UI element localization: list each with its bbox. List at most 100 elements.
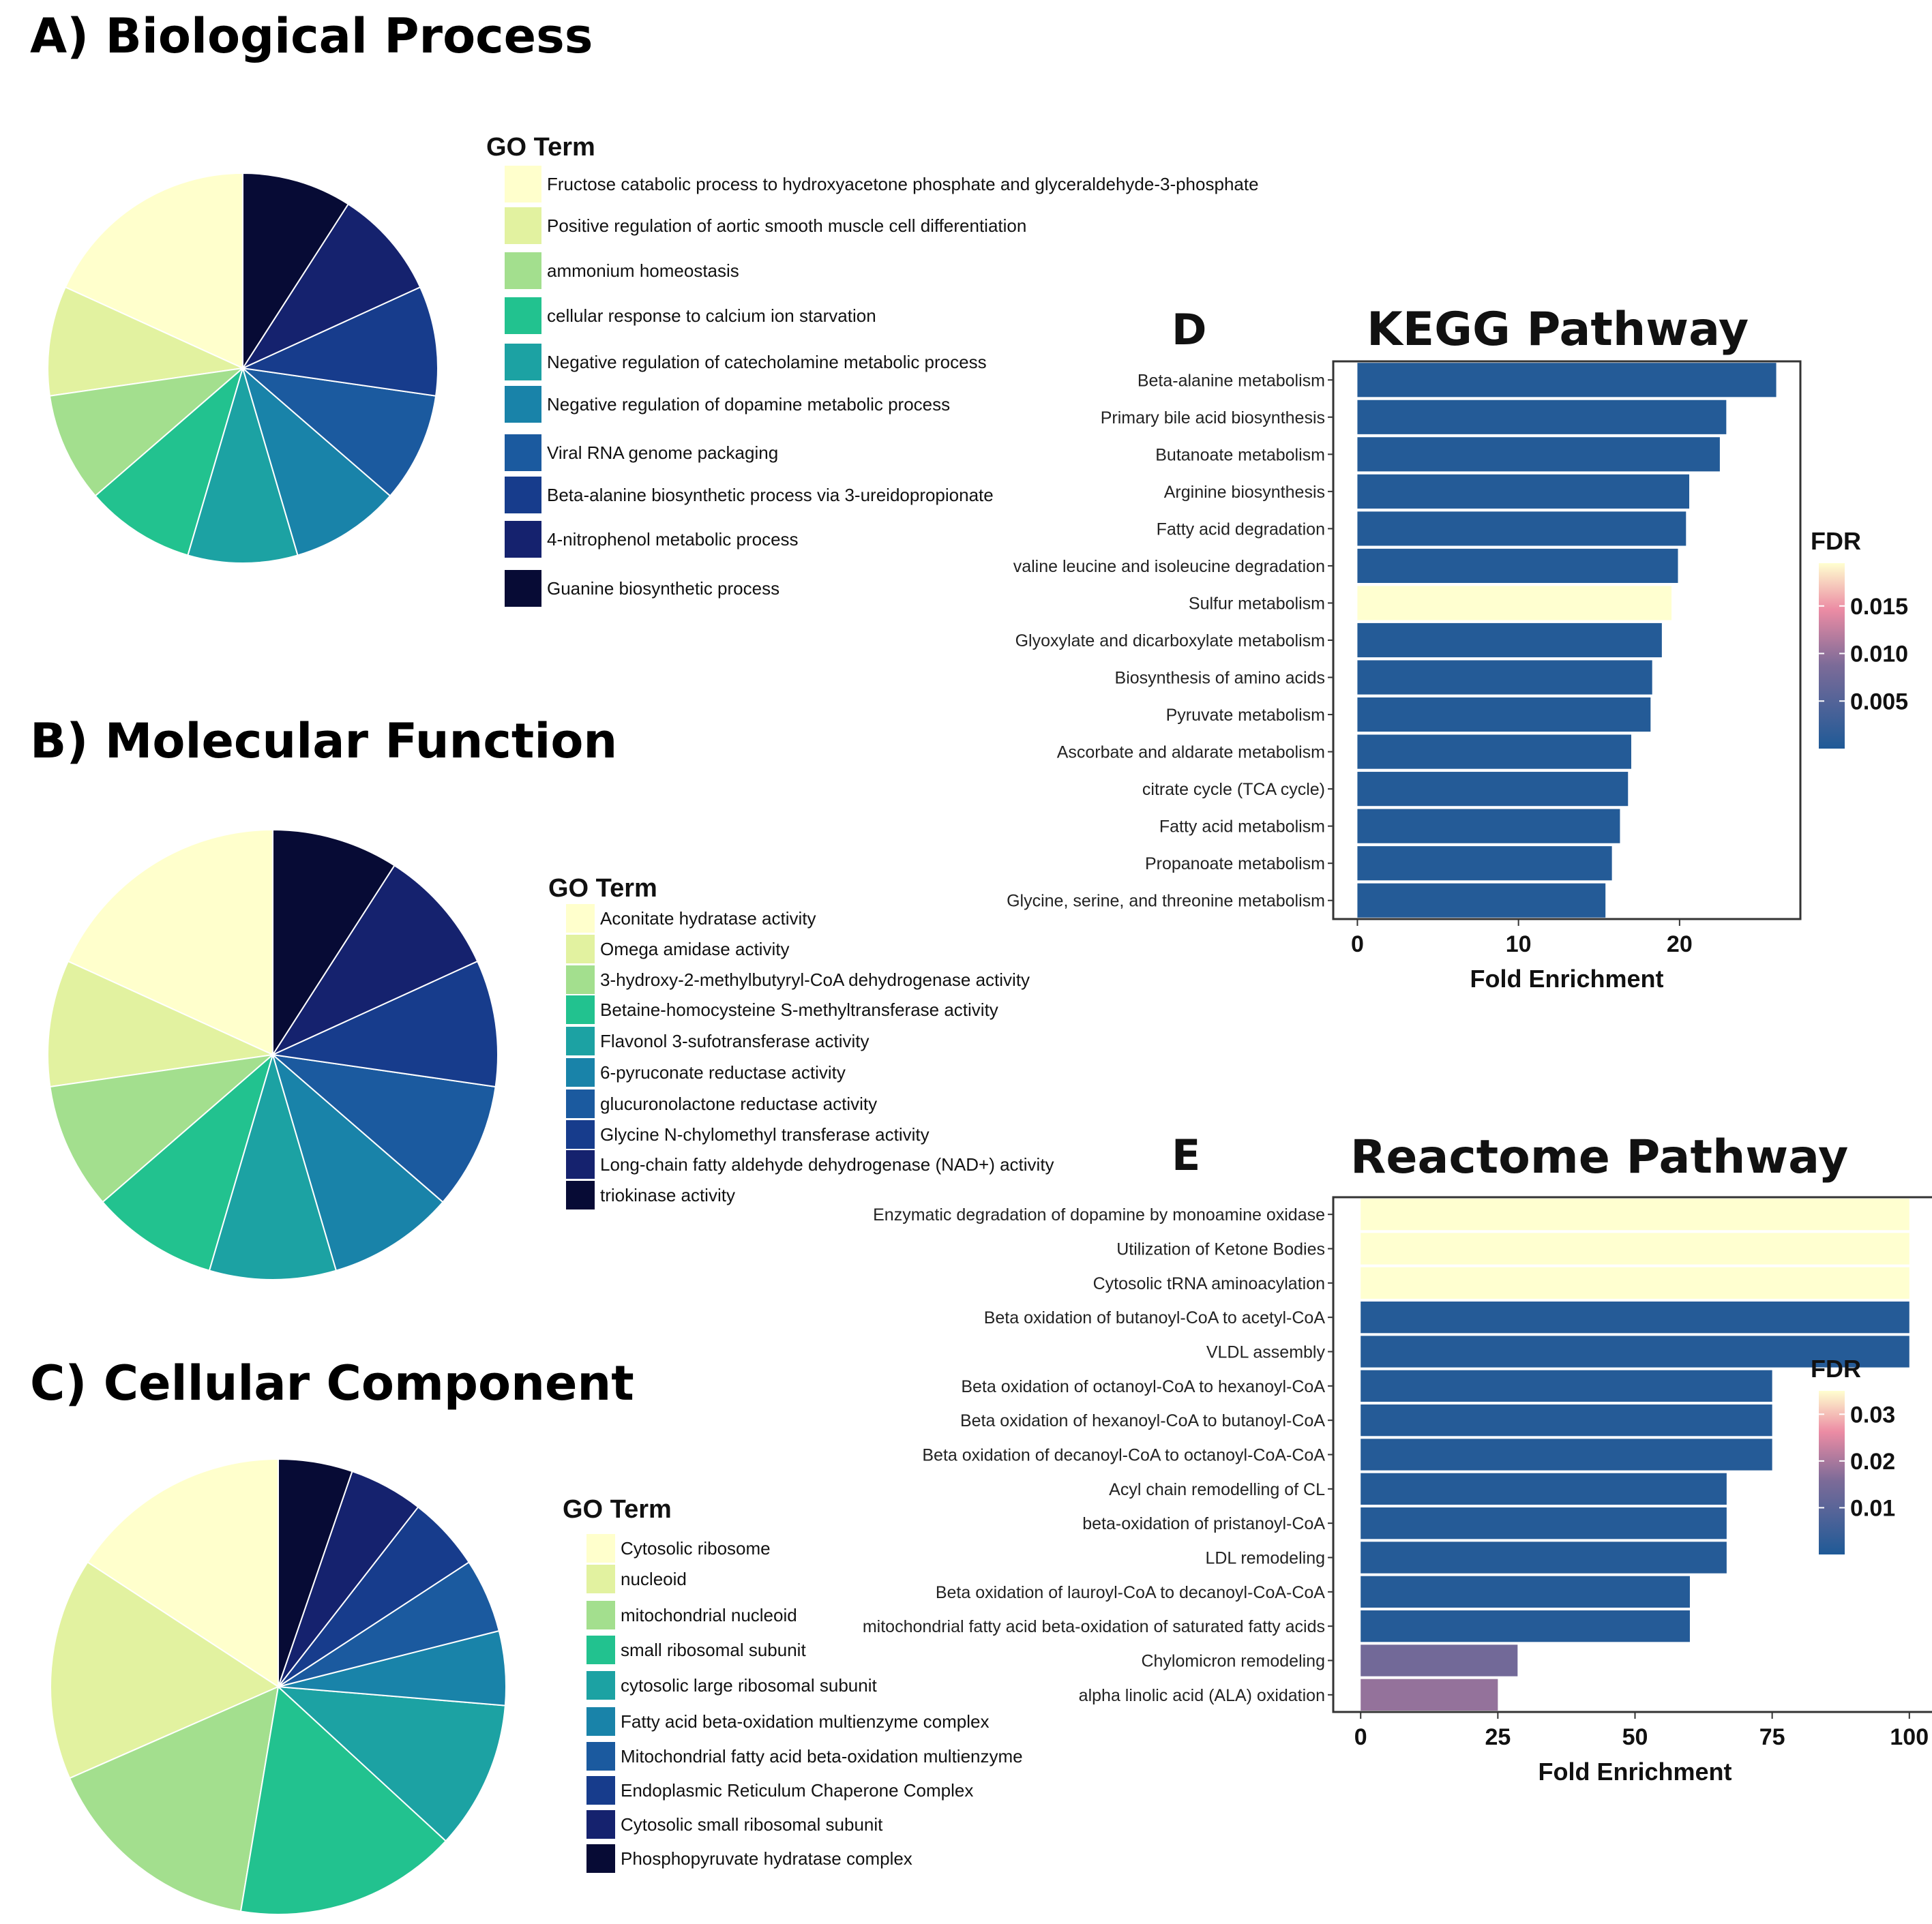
pie-slice-5 (187, 365, 299, 564)
bar (1361, 1336, 1909, 1368)
reactome-title: Reactome Pathway (1350, 1130, 1849, 1184)
pie-slice-3 (48, 367, 246, 497)
bar (1357, 697, 1651, 732)
pie-slice-1 (67, 828, 273, 1056)
bar (1361, 1473, 1727, 1505)
bar (1361, 1576, 1690, 1608)
y-tick-label: Utilization of Ketone Bodies (1116, 1240, 1325, 1259)
legend-label: Flavonol 3-sufotransferase activity (600, 1031, 870, 1051)
legend-label: Betaine-homocysteine S-methyltransferase… (600, 999, 998, 1020)
legend-label: Cytosolic small ribosomal subunit (621, 1814, 883, 1835)
legend-swatch (586, 1810, 615, 1839)
y-tick-label: Beta oxidation of decanoyl-CoA to octano… (922, 1446, 1325, 1465)
fdr-tick-label: 0.015 (1850, 594, 1908, 620)
x-tick-label: 25 (1485, 1724, 1511, 1750)
legend-swatch (586, 1776, 615, 1805)
fdr-legend-title: FDR (1811, 527, 1861, 555)
bar (1357, 846, 1612, 881)
pie-slice-10 (278, 1458, 353, 1687)
legend-label: Negative regulation of catecholamine met… (547, 352, 987, 372)
legend-label: small ribosomal subunit (621, 1640, 806, 1660)
y-tick-label: Cytosolic tRNA aminoacylation (1093, 1274, 1325, 1293)
y-tick-label: beta-oxidation of pristanoyl-CoA (1082, 1514, 1325, 1533)
legend-swatch (586, 1636, 615, 1664)
x-tick-label: 0 (1354, 1724, 1367, 1750)
pie-c-chart (50, 1458, 507, 1915)
y-tick-label: Glycine, serine, and threonine metabolis… (1007, 892, 1325, 911)
legend-label: Guanine biosynthetic process (547, 578, 780, 599)
pie-slice-6 (241, 366, 391, 556)
pie-slice-9 (241, 203, 421, 370)
legend-label: mitochondrial nucleoid (621, 1605, 797, 1625)
y-tick-label: Sulfur metabolism (1189, 594, 1325, 613)
pie-a-chart (47, 172, 439, 564)
y-tick-label: Primary bile acid biosynthesis (1101, 408, 1325, 427)
pie-a-title: A) Biological Process (30, 8, 593, 64)
legend-label: 6-pyruconate reductase activity (600, 1062, 846, 1083)
legend-swatch (566, 1058, 595, 1087)
legend-label: glucuronolactone reductase activity (600, 1094, 878, 1114)
bar (1361, 1302, 1909, 1334)
legend-swatch (566, 995, 595, 1024)
kegg-panel-letter: D (1172, 305, 1207, 355)
fdr-legend-title: FDR (1811, 1355, 1861, 1383)
legend-label: 3-hydroxy-2-methylbutyryl-CoA dehydrogen… (600, 969, 1030, 990)
pie-a-legend-title: GO Term (486, 133, 595, 162)
bar (1361, 1370, 1772, 1402)
legend-label: Omega amidase activity (600, 939, 790, 959)
legend-label: triokinase activity (600, 1185, 735, 1205)
fdr-colorbar (1819, 563, 1845, 749)
fdr-tick-label: 0.005 (1850, 689, 1908, 715)
legend-label: Aconitate hydratase activity (600, 908, 816, 929)
fdr-tick-label: 0.03 (1850, 1402, 1895, 1428)
pie-slice-6 (271, 1053, 444, 1272)
legend-swatch (505, 297, 541, 334)
y-tick-label: Beta oxidation of hexanoyl-CoA to butano… (960, 1411, 1325, 1430)
legend-swatch (566, 1150, 595, 1179)
legend-label: Glycine N-chylomethyl transferase activi… (600, 1124, 930, 1145)
kegg-title: KEGG Pathway (1367, 303, 1749, 357)
legend-swatch (566, 1120, 595, 1149)
pie-slice-8 (240, 286, 439, 397)
pie-slice-3 (68, 1685, 280, 1912)
pie-slice-8 (270, 960, 499, 1088)
legend-swatch (505, 344, 541, 380)
y-tick-label: citrate cycle (TCA cycle) (1142, 780, 1325, 799)
pie-c-title: C) Cellular Component (30, 1355, 634, 1411)
legend-label: ammonium homeostasis (547, 260, 739, 281)
legend-swatch (566, 1181, 595, 1209)
pie-slice-1 (64, 172, 243, 370)
bar (1361, 1404, 1772, 1437)
fdr-tick-label: 0.02 (1850, 1449, 1895, 1475)
x-tick-label: 10 (1506, 931, 1532, 957)
y-tick-label: alpha linolic acid (ALA) oxidation (1079, 1686, 1325, 1705)
legend-swatch (586, 1671, 615, 1700)
legend-swatch (586, 1601, 615, 1629)
legend-label: cytosolic large ribosomal subunit (621, 1675, 877, 1696)
y-tick-label: Acyl chain remodelling of CL (1109, 1480, 1325, 1499)
bar (1357, 772, 1629, 807)
bar (1361, 1199, 1909, 1231)
bar (1361, 1439, 1772, 1471)
y-tick-label: Butanoate metabolism (1155, 445, 1325, 464)
legend-swatch (566, 1089, 595, 1118)
bar (1361, 1644, 1518, 1677)
pie-slice-4 (239, 1685, 447, 1915)
reactome-bar-chart: Enzymatic degradation of dopamine by mon… (863, 1196, 1932, 1786)
pie-b-legend-title: GO Term (548, 874, 657, 903)
x-tick-label: 50 (1622, 1724, 1648, 1750)
legend-swatch (505, 386, 541, 423)
y-tick-label: LDL remodeling (1205, 1549, 1325, 1568)
legend-swatch (505, 434, 541, 471)
pie-slice-9 (271, 865, 479, 1057)
pie-slice-1 (87, 1458, 279, 1688)
legend-swatch (505, 477, 541, 513)
bar (1357, 586, 1672, 620)
x-axis-label: Fold Enrichment (1538, 1758, 1732, 1786)
legend-label: 4-nitrophenol metabolic process (547, 529, 799, 550)
legend-swatch (566, 935, 595, 963)
pie-slice-4 (94, 366, 244, 556)
y-tick-label: valine leucine and isoleucine degradatio… (1013, 557, 1325, 576)
legend-swatch (586, 1844, 615, 1873)
